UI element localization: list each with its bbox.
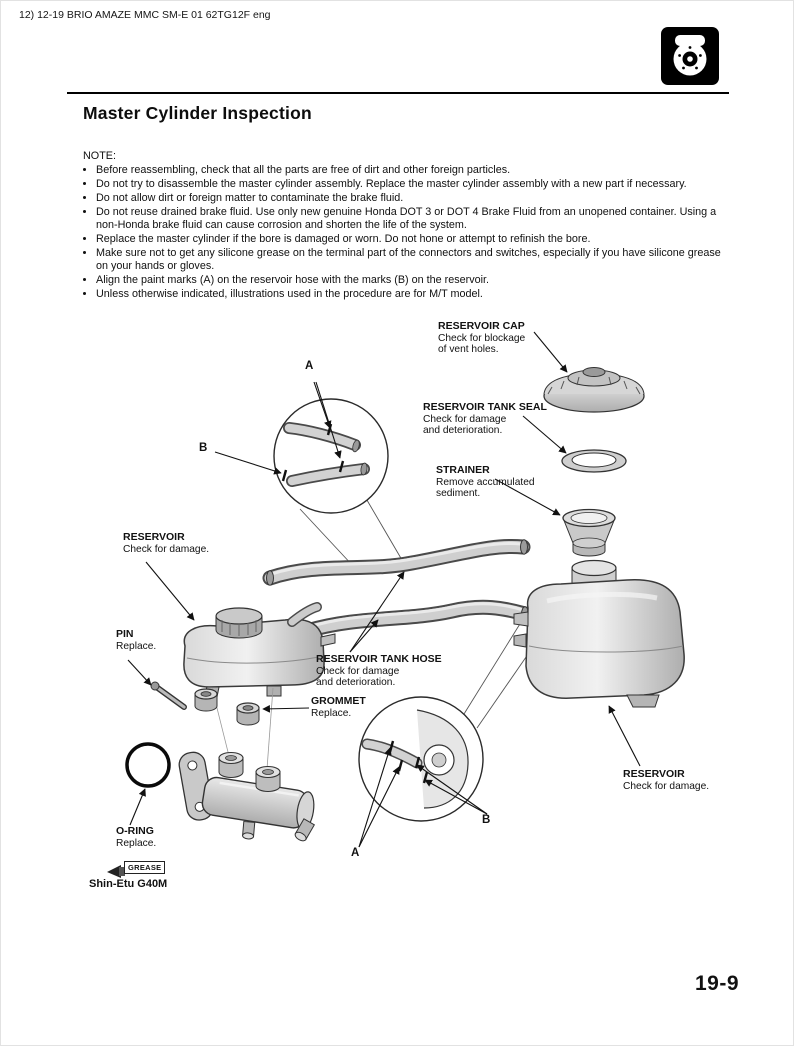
label-reservoir-tank-seal: RESERVOIR TANK SEAL Check for damage and… [423, 401, 547, 437]
note-item: Make sure not to get any silicone grease… [96, 247, 731, 274]
note-item: Before reassembling, check that all the … [96, 164, 731, 177]
reservoir-left-part [183, 602, 336, 698]
label-strainer: STRAINER Remove accumulated sediment. [436, 464, 535, 500]
part-name: RESERVOIR [123, 531, 185, 543]
callout-b-lower: B [482, 814, 491, 826]
grease-box-label: GREASE [124, 861, 166, 874]
label-grommet: GROMMET Replace. [311, 695, 366, 719]
label-pin: PIN Replace. [116, 628, 157, 652]
reservoir-right-part [513, 559, 685, 708]
master-cylinder-part [178, 751, 316, 842]
exploded-view-diagram: RESERVOIR CAP Check for blockage of vent… [67, 316, 727, 916]
diagram-artwork [107, 331, 685, 878]
leader-arrows [127, 331, 641, 848]
note-item: Unless otherwise indicated, illustration… [96, 288, 731, 301]
section-icon-badge [661, 27, 719, 85]
detail-circle-a [273, 398, 389, 514]
note-item: Align the paint marks (A) on the reservo… [96, 274, 731, 287]
part-name: RESERVOIR TANK SEAL [423, 401, 547, 413]
part-name: GROMMET [311, 695, 366, 707]
page-title: Master Cylinder Inspection [83, 103, 312, 123]
grease-product-name: Shin-Etu G40M [89, 878, 168, 890]
note-item: Do not reuse drained brake fluid. Use on… [96, 206, 731, 233]
reservoir-cap-part [543, 367, 645, 413]
detail-circle-b [358, 696, 484, 822]
callout-a-lower: A [351, 847, 360, 859]
part-name: STRAINER [436, 464, 490, 476]
part-instruction: Check for damage and deterioration. [316, 665, 400, 689]
part-instruction: Check for damage. [623, 780, 710, 792]
header-divider [67, 92, 729, 94]
note-label: NOTE: [83, 150, 116, 162]
note-item: Do not allow dirt or foreign matter to c… [96, 192, 731, 205]
part-name: PIN [116, 628, 134, 640]
part-instruction: Check for damage and deterioration. [423, 413, 507, 437]
label-reservoir-cap: RESERVOIR CAP Check for blockage of vent… [438, 320, 526, 356]
note-list: Before reassembling, check that all the … [83, 164, 731, 302]
document-code: 12) 12-19 BRIO AMAZE MMC SM-E 01 62TG12F… [19, 9, 271, 21]
reservoir-tank-seal-part [561, 449, 627, 473]
callout-a-upper: A [305, 360, 314, 372]
note-item: Replace the master cylinder if the bore … [96, 233, 731, 246]
part-name: O-RING [116, 825, 154, 837]
pin-part [150, 681, 187, 710]
part-name: RESERVOIR [623, 768, 685, 780]
reservoir-tank-hose-parts [262, 538, 533, 639]
o-ring-part [125, 742, 171, 788]
page-number: 19-9 [695, 972, 740, 995]
strainer-part [562, 508, 616, 557]
label-reservoir-left: RESERVOIR Check for damage. [123, 531, 210, 555]
note-item: Do not try to disassemble the master cyl… [96, 178, 731, 191]
part-instruction: Replace. [116, 837, 157, 849]
part-instruction: Replace. [311, 707, 352, 719]
part-name: RESERVOIR TANK HOSE [316, 653, 442, 665]
label-reservoir-tank-hose: RESERVOIR TANK HOSE Check for damage and… [316, 653, 442, 689]
label-reservoir-right: RESERVOIR Check for damage. [623, 768, 710, 792]
brake-disc-icon [661, 27, 719, 85]
callout-connector-lines [299, 494, 534, 729]
part-name: RESERVOIR CAP [438, 320, 525, 332]
part-instruction: Check for blockage of vent holes. [438, 332, 526, 356]
callout-b-upper: B [199, 442, 208, 454]
part-instruction: Remove accumulated sediment. [436, 476, 535, 500]
part-instruction: Check for damage. [123, 543, 210, 555]
label-o-ring: O-RING Replace. [116, 825, 157, 849]
grommet-parts [194, 688, 260, 726]
part-instruction: Replace. [116, 640, 157, 652]
grease-applicator-icon [107, 865, 125, 878]
